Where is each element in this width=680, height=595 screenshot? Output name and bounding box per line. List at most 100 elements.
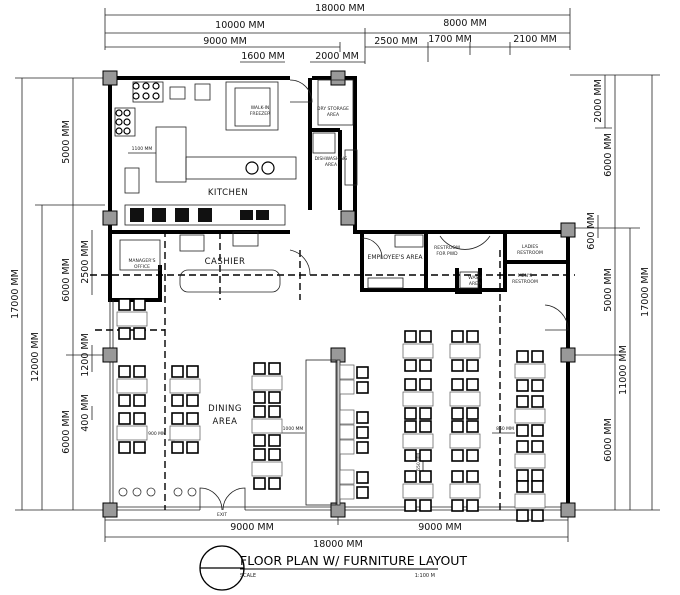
door-pwd[interactable] xyxy=(439,235,491,250)
dim-left-400: 400 MM xyxy=(80,394,91,432)
door-main-entrance-left[interactable] xyxy=(199,487,223,511)
dining-chair xyxy=(466,470,479,483)
dining-chair xyxy=(118,298,131,311)
door-restroom-corridor[interactable] xyxy=(544,304,569,331)
room-label-mens-1: MEN'S xyxy=(518,273,532,279)
fryer xyxy=(130,208,144,222)
fryer xyxy=(152,208,166,222)
room-label-dry-storage-2: AREA xyxy=(327,112,340,118)
fryer xyxy=(198,208,212,222)
dim-left-12000: 12000 MM xyxy=(30,332,41,382)
dining-chair xyxy=(466,499,479,512)
kettle xyxy=(261,161,275,175)
dining-chair xyxy=(253,448,266,461)
dining-chair xyxy=(516,469,529,482)
dim-left-5000: 5000 MM xyxy=(61,120,72,164)
dining-table xyxy=(116,378,148,394)
door-employees[interactable] xyxy=(361,237,383,259)
stove-burner xyxy=(115,109,123,117)
dining-chair xyxy=(419,378,432,391)
dining-chair xyxy=(451,359,464,372)
booth-table xyxy=(339,364,355,380)
dining-chair xyxy=(451,470,464,483)
room-label-ladies-2: RESTROOM xyxy=(517,250,543,256)
dim-top-1700: 1700 MM xyxy=(428,34,472,45)
room-label-dining-2: AREA xyxy=(213,417,238,427)
dining-chair xyxy=(356,366,369,379)
dining-chair xyxy=(268,448,281,461)
dining-chair xyxy=(451,407,464,420)
door-kitchen-entry[interactable] xyxy=(289,79,313,103)
dining-chair xyxy=(516,379,529,392)
dining-table xyxy=(449,391,481,407)
dining-chair xyxy=(186,394,199,407)
dim-bottom-left: 9000 MM xyxy=(230,522,274,533)
scale-value: 1:100 M xyxy=(415,573,435,579)
column xyxy=(102,347,118,363)
column xyxy=(330,70,346,86)
column xyxy=(560,502,576,518)
dining-chair xyxy=(531,350,544,363)
dining-table xyxy=(449,433,481,449)
dining-chair xyxy=(466,378,479,391)
dining-chair xyxy=(451,378,464,391)
dim-right-5000: 5000 MM xyxy=(603,268,614,312)
dining-chair xyxy=(531,379,544,392)
equipment-unit xyxy=(240,210,253,220)
room-label-manager-1: MANAGER'S xyxy=(129,258,156,264)
dining-chair xyxy=(466,330,479,343)
dining-table xyxy=(514,363,546,379)
dining-chair xyxy=(171,394,184,407)
dining-chair xyxy=(133,365,146,378)
dining-table xyxy=(116,311,148,327)
dining-chair xyxy=(118,394,131,407)
stove-burner xyxy=(115,127,123,135)
dining-chair xyxy=(356,441,369,454)
dining-chair xyxy=(253,477,266,490)
dim-right-overall: 17000 MM xyxy=(640,267,651,317)
dining-chair xyxy=(253,391,266,404)
equipment-unit xyxy=(256,210,269,220)
door-main-entrance-right[interactable] xyxy=(222,487,246,511)
dining-chair xyxy=(253,405,266,418)
stove-burner xyxy=(152,92,160,100)
dining-chair xyxy=(253,362,266,375)
dim-right-2000: 2000 MM xyxy=(593,79,604,123)
dim-aisle-650: 650 MM xyxy=(416,453,422,471)
fryer xyxy=(175,208,189,222)
dining-table xyxy=(116,425,148,441)
dining-chair xyxy=(404,330,417,343)
dining-table xyxy=(402,391,434,407)
room-label-exit: EXIT xyxy=(217,512,227,518)
dining-chair xyxy=(466,420,479,433)
dining-chair xyxy=(419,499,432,512)
dim-bottom-right: 9000 MM xyxy=(418,522,462,533)
dining-chair xyxy=(133,441,146,454)
column xyxy=(560,347,576,363)
dining-chair xyxy=(404,499,417,512)
column xyxy=(340,210,356,226)
door-kitchen-side[interactable] xyxy=(289,249,311,276)
room-label-mens-2: RESTROOM xyxy=(512,279,538,285)
dim-kitchen-1100: 1100 MM xyxy=(132,146,153,152)
structural-columns xyxy=(102,70,576,518)
dining-chair xyxy=(118,412,131,425)
dining-chair xyxy=(118,327,131,340)
title-block: FLOOR PLAN W/ FURNITURE LAYOUT SCALE 1:1… xyxy=(199,545,467,591)
dim-right-6000a: 6000 MM xyxy=(603,133,614,177)
dining-chair xyxy=(356,471,369,484)
dining-chair xyxy=(531,395,544,408)
dining-chair xyxy=(171,365,184,378)
booth-table xyxy=(339,439,355,455)
stove-burner xyxy=(142,92,150,100)
dining-chair xyxy=(419,359,432,372)
cooking-equipment xyxy=(115,82,275,222)
dim-right-600: 600 MM xyxy=(586,212,597,250)
room-label-wash-1: WASH xyxy=(468,275,482,281)
dining-table xyxy=(251,461,283,477)
stove-burner xyxy=(132,92,140,100)
dining-chair xyxy=(451,420,464,433)
dining-chair xyxy=(356,411,369,424)
dining-table xyxy=(402,433,434,449)
